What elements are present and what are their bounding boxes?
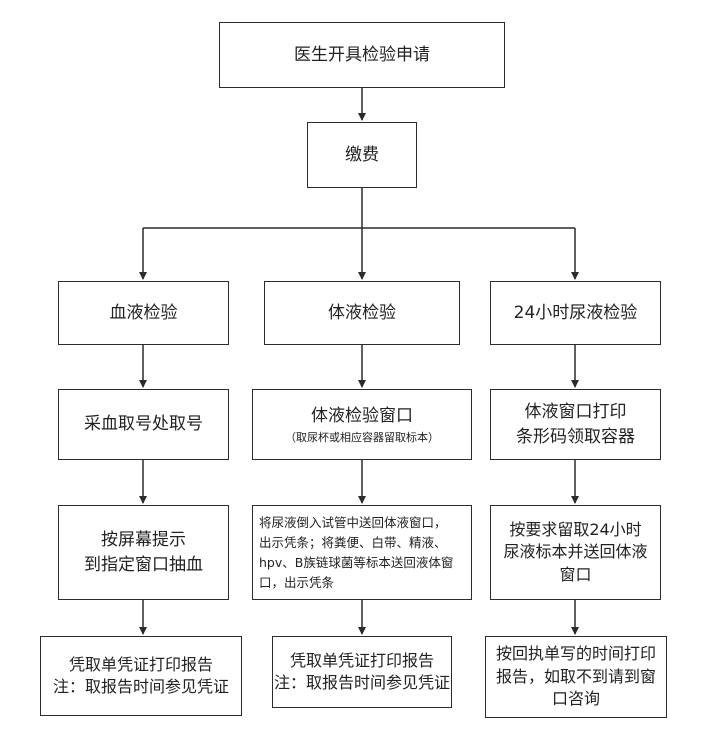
box-blood-report: 凭取单凭证打印报告 注：取报告时间参见凭证 [40,636,242,716]
box-blood-step2: 按屏幕提示 到指定窗口抽血 [58,505,229,600]
body-fluid-test-label: 体液检验 [328,302,396,323]
box-doctor-order: 医生开具检验申请 [219,22,505,88]
urine-step1-line1: 体液窗口打印 [524,401,627,422]
blood-report-line1: 凭取单凭证打印报告 [68,654,213,674]
box-body-report: 凭取单凭证打印报告 注：取报告时间参见凭证 [272,636,452,708]
urine-step2-line2: 尿液标本并送回体液 [503,542,648,562]
box-urine-step2: 按要求留取24小时 尿液标本并送回体液 窗口 [490,505,661,600]
body-step1-note: （取尿杯或相应容器留取标本） [285,431,439,445]
body-step2-line4: 口，出示凭条 [259,574,335,590]
urine-step2-line1: 按要求留取24小时 [509,519,642,539]
box-body-step2: 将尿液倒入试管中送回体液窗口， 出示凭条；将粪便、白带、精液、 hpv、B族链球… [252,505,472,600]
box-blood-test: 血液检验 [58,281,229,345]
body-step2-line3: hpv、B族链球菌等标本送回液体窗 [259,554,454,570]
box-blood-step1: 采血取号处取号 [58,389,229,460]
body-step1-label: 体液检验窗口 [311,405,413,426]
body-step2-line1: 将尿液倒入试管中送回体液窗口， [259,514,447,530]
urine-report-line1: 按回执单写的时间打印 [495,644,656,664]
box-24h-urine-test: 24小时尿液检验 [490,281,661,345]
box-body-fluid-test: 体液检验 [264,281,460,345]
box-body-step1: 体液检验窗口 （取尿杯或相应容器留取标本） [252,389,472,460]
box-doctor-order-label: 医生开具检验申请 [294,44,430,65]
urine-step2-line3: 窗口 [559,564,592,584]
body-report-line1: 凭取单凭证打印报告 [289,650,434,670]
urine-step1-line2: 条形码领取容器 [516,426,635,447]
box-payment: 缴费 [307,122,417,188]
body-step2-line2: 出示凭条；将粪便、白带、精液、 [259,534,447,550]
blood-report-line2: 注：取报告时间参见凭证 [52,677,229,696]
urine-test-label: 24小时尿液检验 [513,302,638,323]
blood-test-label: 血液检验 [109,302,178,323]
blood-step2-line2: 到指定窗口抽血 [84,554,203,575]
urine-report-line2: 报告，如取不到请到窗 [495,666,656,686]
box-urine-step1: 体液窗口打印 条形码领取容器 [490,389,661,460]
body-report-line2: 注：取报告时间参见凭证 [273,673,450,692]
blood-step1-label: 采血取号处取号 [84,414,203,435]
urine-report-line3: 口咨询 [551,689,600,709]
box-urine-report: 按回执单写的时间打印 报告，如取不到请到窗 口咨询 [485,636,667,718]
box-payment-label: 缴费 [345,144,379,165]
blood-step2-line1: 按屏幕提示 [101,529,186,550]
